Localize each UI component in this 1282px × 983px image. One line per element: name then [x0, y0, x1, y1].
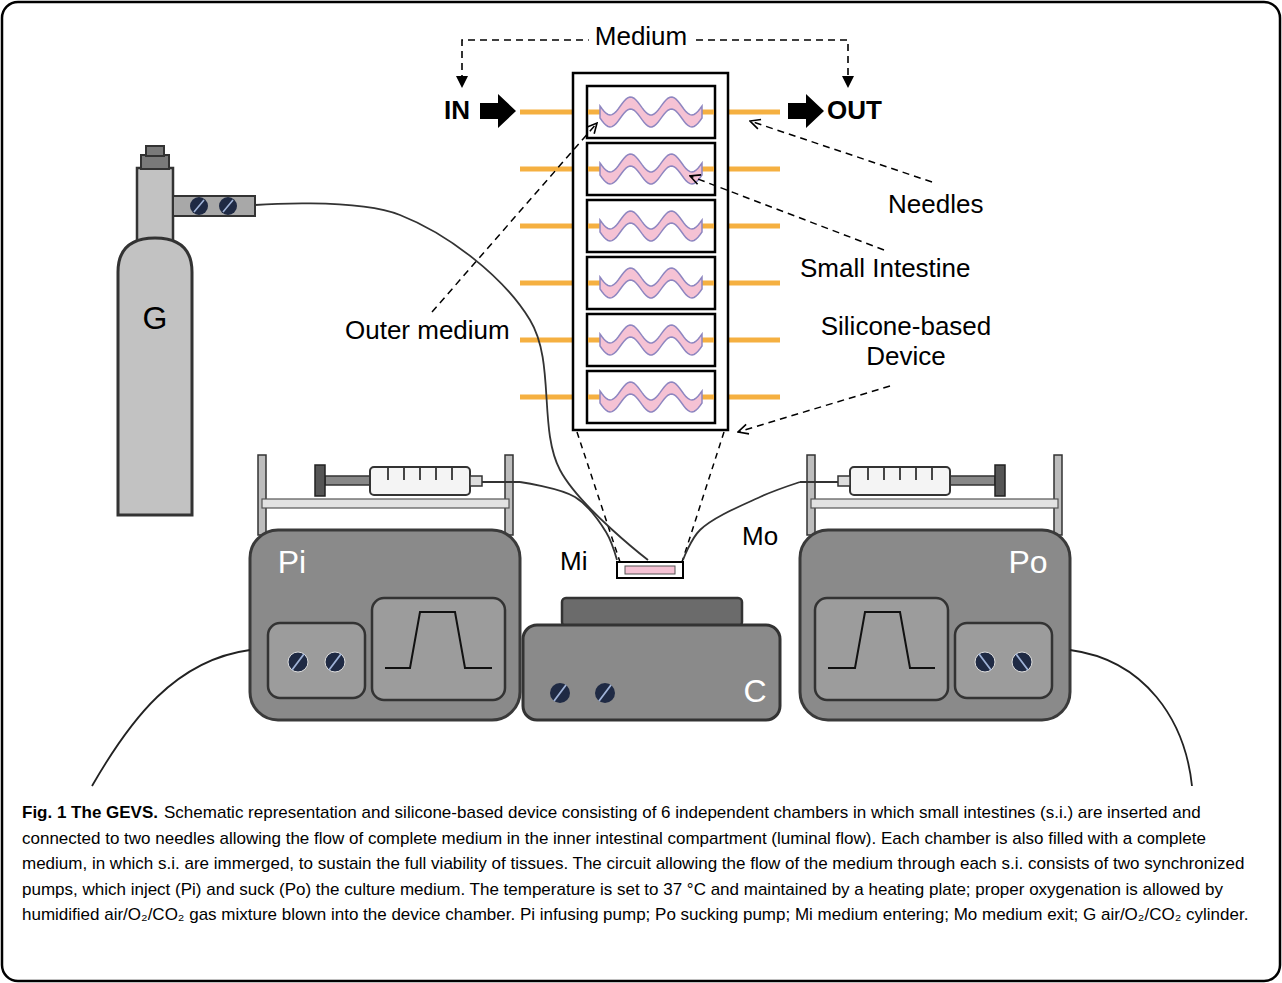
- node-letter: G: [143, 302, 168, 334]
- node-letter: Po: [1008, 546, 1047, 578]
- tube-connector: [683, 482, 800, 560]
- heating-plate-node: C: [523, 560, 780, 720]
- node-letter: C: [743, 675, 766, 707]
- tube-label: Mi: [558, 547, 589, 576]
- tube-label: Mo: [740, 522, 780, 551]
- figure-title: Fig. 1 The GEVS.: [22, 803, 158, 822]
- small-intestine-label: Small Intestine: [800, 254, 971, 284]
- tube-connector: [255, 203, 648, 560]
- in-arrow: [480, 94, 516, 128]
- caption-text: Schematic representation and silicone-ba…: [22, 803, 1248, 924]
- node-letter: Pi: [278, 546, 306, 578]
- device-label: Silicone-based Device: [808, 312, 1004, 372]
- needles-label: Needles: [888, 190, 983, 220]
- zoom-lines: [577, 432, 724, 562]
- gas-cylinder: [118, 146, 255, 515]
- silicone-device: [573, 73, 728, 430]
- infusing-pump-node: Pi: [250, 455, 520, 720]
- gas-cylinder-node: G: [118, 145, 255, 517]
- sucking-pump-node: Po: [800, 455, 1070, 720]
- chambers: [587, 86, 715, 423]
- out-label: OUT: [827, 96, 882, 126]
- medium-label: Medium: [589, 22, 693, 52]
- figure-caption: Fig. 1 The GEVS.Schematic representation…: [22, 800, 1260, 928]
- heating-plate: [523, 562, 780, 720]
- in-label: IN: [444, 96, 470, 126]
- out-arrow: [788, 94, 824, 128]
- outer-medium-label: Outer medium: [345, 316, 510, 346]
